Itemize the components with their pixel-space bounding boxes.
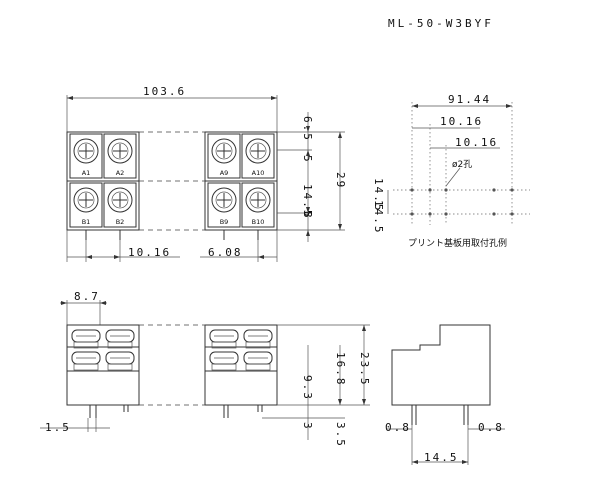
side-terminal: [105, 351, 135, 371]
terminal-label: B10: [252, 218, 265, 226]
dim-end-pin-right: 0.8: [478, 421, 504, 434]
drill-hole: [410, 212, 414, 216]
hole-label: ø2孔: [452, 159, 472, 170]
terminal-cell: A1: [69, 133, 103, 179]
terminal-cell: B9: [207, 182, 241, 228]
dim-drill-pitch-2: 10.16: [455, 136, 498, 149]
side-body-right: [204, 324, 278, 406]
terminal-label: B9: [220, 218, 229, 226]
screw-icon: [211, 138, 237, 164]
terminal-cell: A2: [103, 133, 137, 179]
dim-side-upper: 16.8: [334, 352, 347, 387]
terminal-label: A9: [220, 169, 229, 177]
screw-icon: [245, 138, 271, 164]
dim-side-lower: 9.3: [301, 375, 314, 401]
drill-hole: [492, 188, 496, 192]
screw-icon: [107, 138, 133, 164]
dim-top-width: 103.6: [143, 85, 186, 98]
drill-hole: [410, 188, 414, 192]
terminal-label: A10: [252, 169, 265, 177]
terminal-label: B1: [82, 218, 91, 226]
side-terminal: [105, 329, 135, 349]
drill-hole: [510, 188, 514, 192]
dim-top-total-height: 29: [334, 172, 347, 189]
terminal-cell: B2: [103, 182, 137, 228]
side-body-left: [66, 324, 140, 406]
dim-top-pitch-height: 14.5: [301, 184, 314, 219]
drill-caption: プリント基板用取付孔例: [408, 237, 507, 249]
drill-hole: [444, 188, 448, 192]
terminal-cell: A9: [207, 133, 241, 179]
side-terminal: [243, 351, 273, 371]
screw-icon: [73, 187, 99, 213]
dim-pin-offset: 1.5: [45, 421, 71, 434]
terminal-cell: A10: [241, 133, 275, 179]
side-terminal: [243, 329, 273, 349]
terminal-cell: B1: [69, 182, 103, 228]
dim-side-width: 8.7: [74, 290, 100, 303]
drill-holes: [410, 188, 514, 216]
dim-top-bottom-margin: 8: [301, 211, 314, 220]
dim-pitch-h: 10.16: [128, 246, 171, 259]
dim-drill-total: 91.44: [448, 93, 491, 106]
end-view: 0.8 0.8 14.5: [385, 324, 505, 465]
side-view: 8.7 1.5 23.5 16.8 9.3: [40, 290, 371, 448]
dim-side-pin-b: 3.5: [334, 422, 347, 448]
dim-drill-row-right: 14.5: [372, 200, 385, 235]
dim-drill-row-left: 14.5: [372, 178, 385, 213]
dim-drill-pitch-1: 10.16: [440, 115, 483, 128]
drill-hole: [492, 212, 496, 216]
dim-end-pin-left: 0.8: [385, 421, 411, 434]
dim-top-row-gap: 5: [301, 155, 314, 164]
dim-side-total: 23.5: [358, 352, 371, 387]
drill-hole: [428, 188, 432, 192]
drill-hole: [510, 212, 514, 216]
drill-hole: [444, 212, 448, 216]
side-terminal: [71, 351, 101, 371]
dim-end-width: 14.5: [424, 451, 459, 464]
side-terminal-blocks: [71, 329, 273, 371]
terminal-label: A2: [116, 169, 125, 177]
terminal-label: B2: [116, 218, 125, 226]
drill-hole: [428, 212, 432, 216]
screw-icon: [107, 187, 133, 213]
screw-icon: [211, 187, 237, 213]
terminal-label: A1: [82, 169, 91, 177]
end-body: [391, 324, 491, 406]
drill-pattern: 91.44 10.16 10.16 ø2孔 14.5 14.5 プリント基板用取…: [372, 93, 530, 249]
screw-icon: [73, 138, 99, 164]
dim-end-offset: 6.08: [208, 246, 243, 259]
dim-top-offset: 6.5: [301, 116, 314, 142]
side-terminal: [71, 329, 101, 349]
side-terminal: [209, 351, 239, 371]
model-name: ML-50-W3BYF: [388, 17, 494, 30]
terminal-cell: B10: [241, 182, 275, 228]
side-terminal: [209, 329, 239, 349]
screw-icon: [245, 187, 271, 213]
dim-side-pin-a: 3: [301, 422, 314, 431]
